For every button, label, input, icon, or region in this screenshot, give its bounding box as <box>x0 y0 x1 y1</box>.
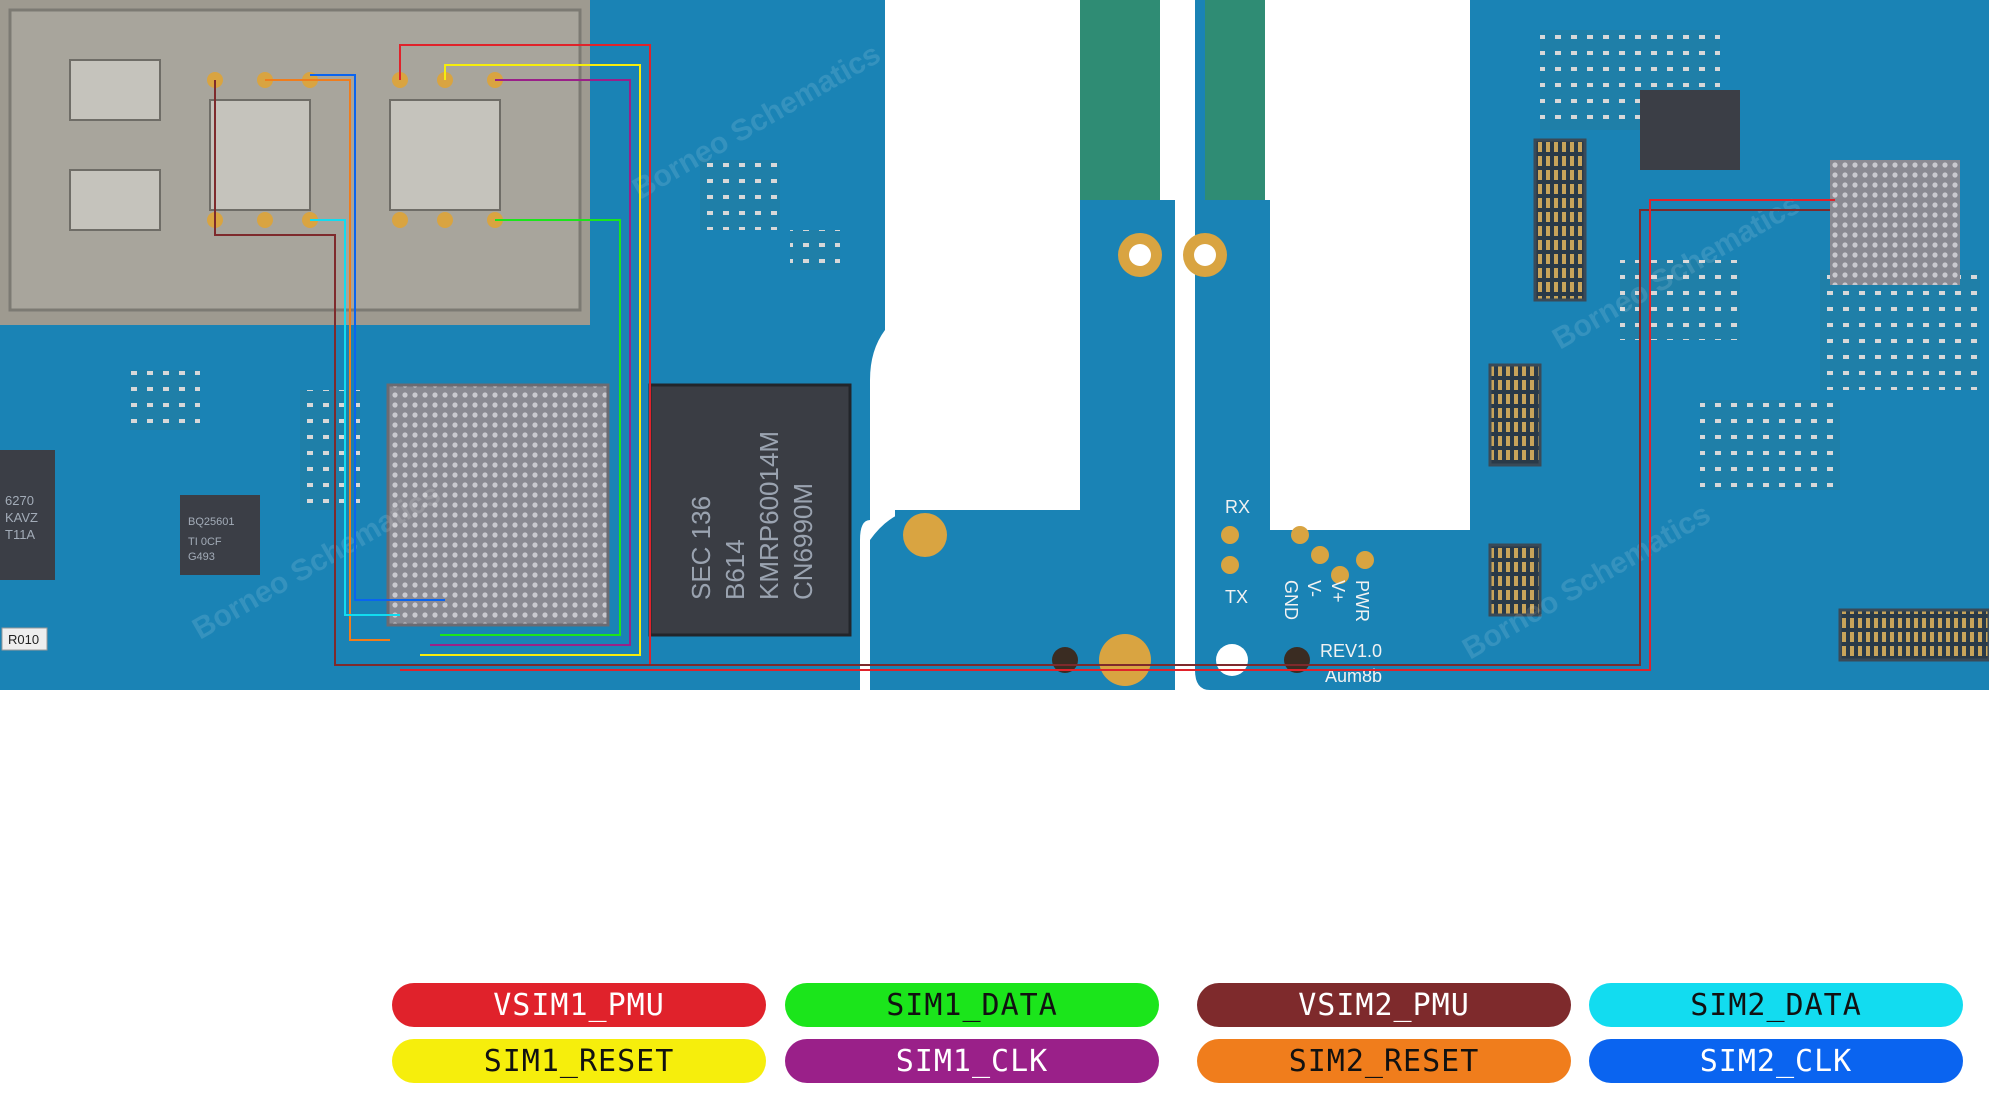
memory-chip <box>648 383 852 637</box>
legend-sim1-reset: SIM1_RESET <box>392 1039 766 1083</box>
legend-vsim1-pmu: VSIM1_PMU <box>392 983 766 1027</box>
pwr-label: PWR <box>1352 580 1372 622</box>
right-ballgrid <box>1830 160 1960 285</box>
rx-label: RX <box>1225 497 1250 517</box>
legend-sim1-clk: SIM1_CLK <box>785 1039 1159 1083</box>
trace-sim1-data <box>440 219 621 636</box>
trace-sim1-reset <box>420 64 641 656</box>
trace-sim2-reset <box>265 79 390 641</box>
svg-text:R010: R010 <box>8 632 39 647</box>
connector-3 <box>1488 543 1542 617</box>
trace-sim2-data <box>310 219 400 616</box>
soc-ballgrid <box>386 383 610 627</box>
charger-ic <box>180 495 260 575</box>
connector-2 <box>1488 363 1542 467</box>
legend-sim2-reset: SIM2_RESET <box>1197 1039 1571 1083</box>
vplus-label: V+ <box>1328 580 1348 603</box>
legend-vsim2-pmu: VSIM2_PMU <box>1197 983 1571 1027</box>
trace-sim1-clk <box>430 79 631 646</box>
edge-ic <box>0 450 55 580</box>
trace-vsim2-pmu <box>214 80 1830 666</box>
left-flex <box>1080 0 1160 200</box>
legend-sim1-data: SIM1_DATA <box>785 983 1159 1027</box>
right-flex <box>1205 0 1265 200</box>
legend-sim2-clk: SIM2_CLK <box>1589 1039 1963 1083</box>
memory-chip-marking: SEC 136 B614 KMRP60014M CN6990M <box>686 424 818 600</box>
legend-sim2-data: SIM2_DATA <box>1589 983 1963 1027</box>
connector-1 <box>1533 138 1587 302</box>
vminus-label: V- <box>1304 580 1324 597</box>
svg-text:BQ25601 TI 0CF G493: BQ25601 TI 0CF G493 <box>188 516 238 563</box>
tx-label: TX <box>1225 587 1248 607</box>
svg-text:6270 KAVZ T11A: 6270 KAVZ T11A <box>5 493 42 542</box>
pcb-board-photo: SEC 136 B614 KMRP60014M CN6990M BQ25601 … <box>0 0 1989 690</box>
trace-vsim2-pmu-2 <box>400 199 1835 671</box>
trace-sim2-clk <box>310 74 445 601</box>
rev-label: REV1.0 <box>1320 641 1382 661</box>
connector-4 <box>1838 608 1989 662</box>
gnd-label: GND <box>1281 580 1301 620</box>
